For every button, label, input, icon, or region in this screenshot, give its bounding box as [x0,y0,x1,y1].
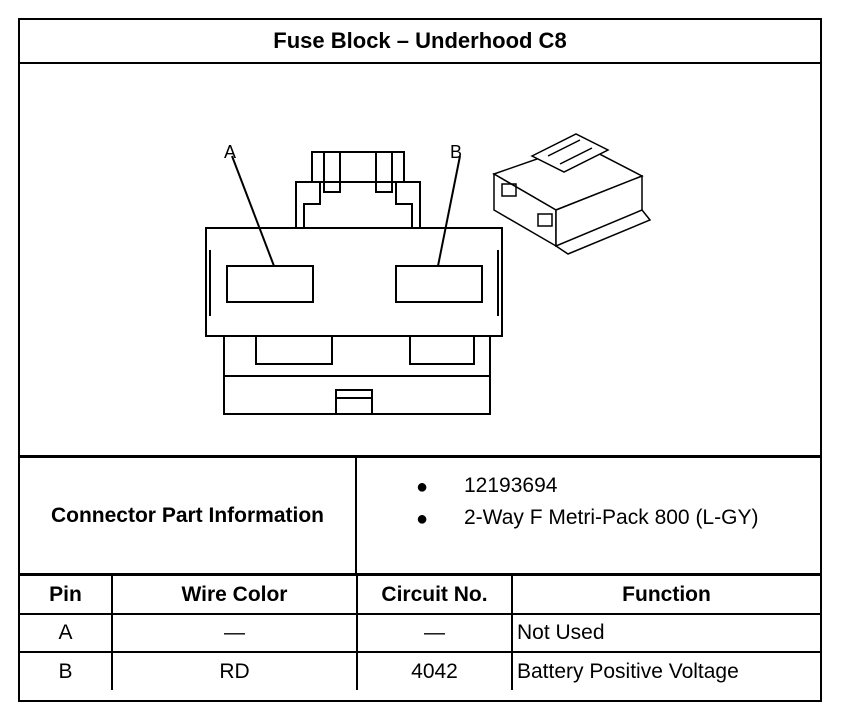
table-row: A — — Not Used [20,613,820,653]
leader-line-a [231,155,275,267]
cell-circuit: — [356,613,513,653]
cell-wire-color: RD [111,651,358,690]
cell-function: Battery Positive Voltage [511,651,820,690]
header-circuit: Circuit No. [356,576,513,615]
table-header-row: Pin Wire Color Circuit No. Function [20,576,820,615]
pin-table: Pin Wire Color Circuit No. Function A — … [20,576,820,690]
connector-3d-view [492,133,652,255]
cell-circuit: 4042 [356,651,513,690]
polarization-key [335,389,373,415]
connector-info-label: Connector Part Information [20,458,357,573]
latch-tab-right [375,151,393,193]
connector-body [205,227,503,337]
page-title: Fuse Block – Underhood C8 [20,20,820,64]
latch-tab-left [323,151,341,193]
connector-figure: A B [20,64,820,458]
connector-description: 2-Way F Metri-Pack 800 (L-GY) [464,506,759,529]
label-a: A [224,142,236,162]
cell-wire-color: — [111,613,358,653]
label-b: B [450,142,462,162]
leader-line-b [437,155,461,267]
connector-info-list: ● 12193694 ● 2-Way F Metri-Pack 800 (L-G… [360,458,820,573]
cell-pin: B [20,651,113,690]
connector-part-info: Connector Part Information ● 12193694 ● … [20,458,820,576]
cell-function: Not Used [511,613,820,653]
connector-drawing: A B [205,133,652,415]
bullet-icon: ● [416,476,429,498]
connector-latch-top [311,151,405,183]
terminal-cavity-a [226,265,314,303]
list-item: ● 12193694 [360,474,820,504]
cell-pin: A [20,613,113,653]
table-row: B RD 4042 Battery Positive Voltage [20,651,820,690]
part-number: 12193694 [464,474,558,497]
header-function: Function [511,576,820,615]
connector-sheet: Fuse Block – Underhood C8 [18,18,822,702]
list-item: ● 2-Way F Metri-Pack 800 (L-GY) [360,506,820,536]
bullet-icon: ● [416,508,429,530]
header-pin: Pin [20,576,113,615]
header-wire-color: Wire Color [111,576,358,615]
